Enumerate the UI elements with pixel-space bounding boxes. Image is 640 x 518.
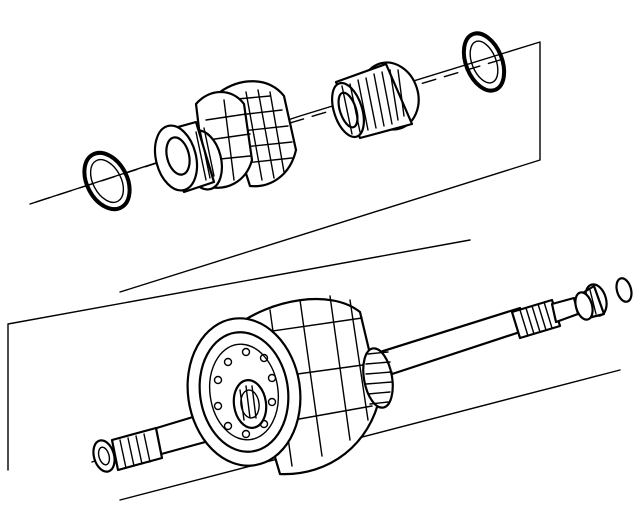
clutch-drum [186, 295, 382, 476]
upper-assembly [29, 31, 541, 293]
end-ring [615, 277, 633, 303]
splined-gear [362, 347, 394, 409]
snap-ring-left [82, 150, 132, 212]
sun-gear-hub [153, 80, 298, 194]
snap-ring-right [461, 31, 507, 93]
needle-bearing [331, 61, 420, 140]
lower-frame-line [7, 239, 621, 501]
lower-assembly [7, 239, 633, 501]
shaft-bearing [574, 283, 608, 321]
